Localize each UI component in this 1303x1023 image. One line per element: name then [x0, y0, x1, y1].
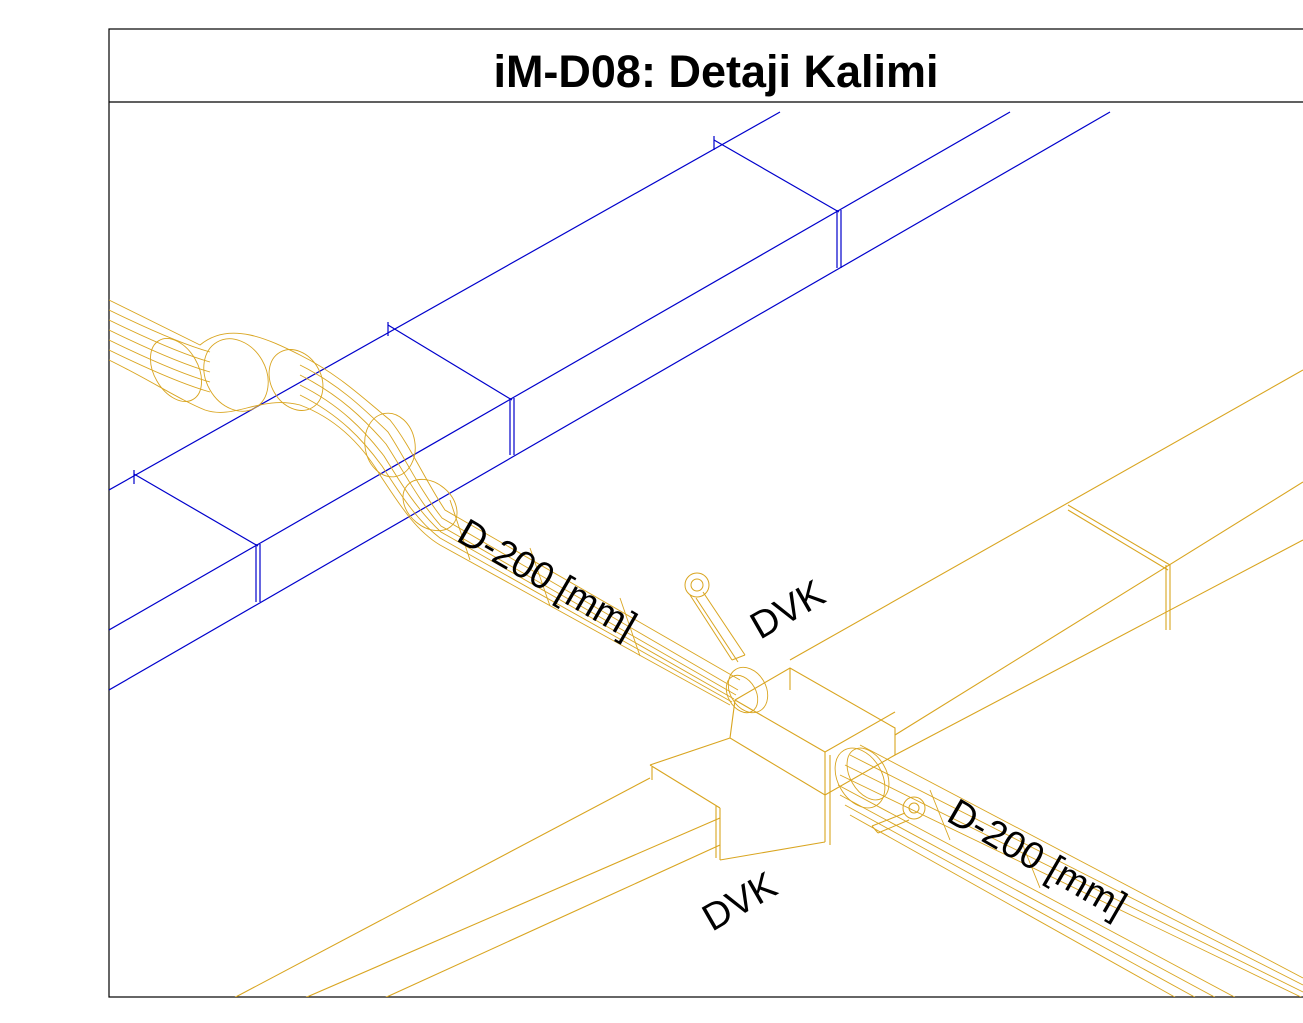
damper-label-lower: DVK: [696, 864, 785, 939]
damper-label-upper: DVK: [744, 572, 833, 647]
round-duct-lower: [834, 744, 1303, 997]
round-duct-upper: [109, 299, 769, 714]
labels-layer: D-200 [mm] D-200 [mm] DVK DVK: [451, 511, 1134, 939]
drawing-frame: [108, 28, 1303, 998]
pipe-size-label-lower: D-200 [mm]: [941, 791, 1134, 927]
frame-border: [108, 28, 1303, 998]
rect-duct-main: [649, 369, 1303, 861]
damper-handle-upper: [684, 572, 746, 663]
drawing-title: iM-D08: Detaji Kalimi: [493, 46, 938, 97]
damper-handle-lower: [871, 796, 926, 834]
blue-beam-group: [109, 111, 1111, 691]
rect-duct-branch: [234, 777, 721, 997]
pipe-size-label-upper: D-200 [mm]: [451, 511, 644, 647]
blue-beam-upper: [109, 111, 1111, 691]
